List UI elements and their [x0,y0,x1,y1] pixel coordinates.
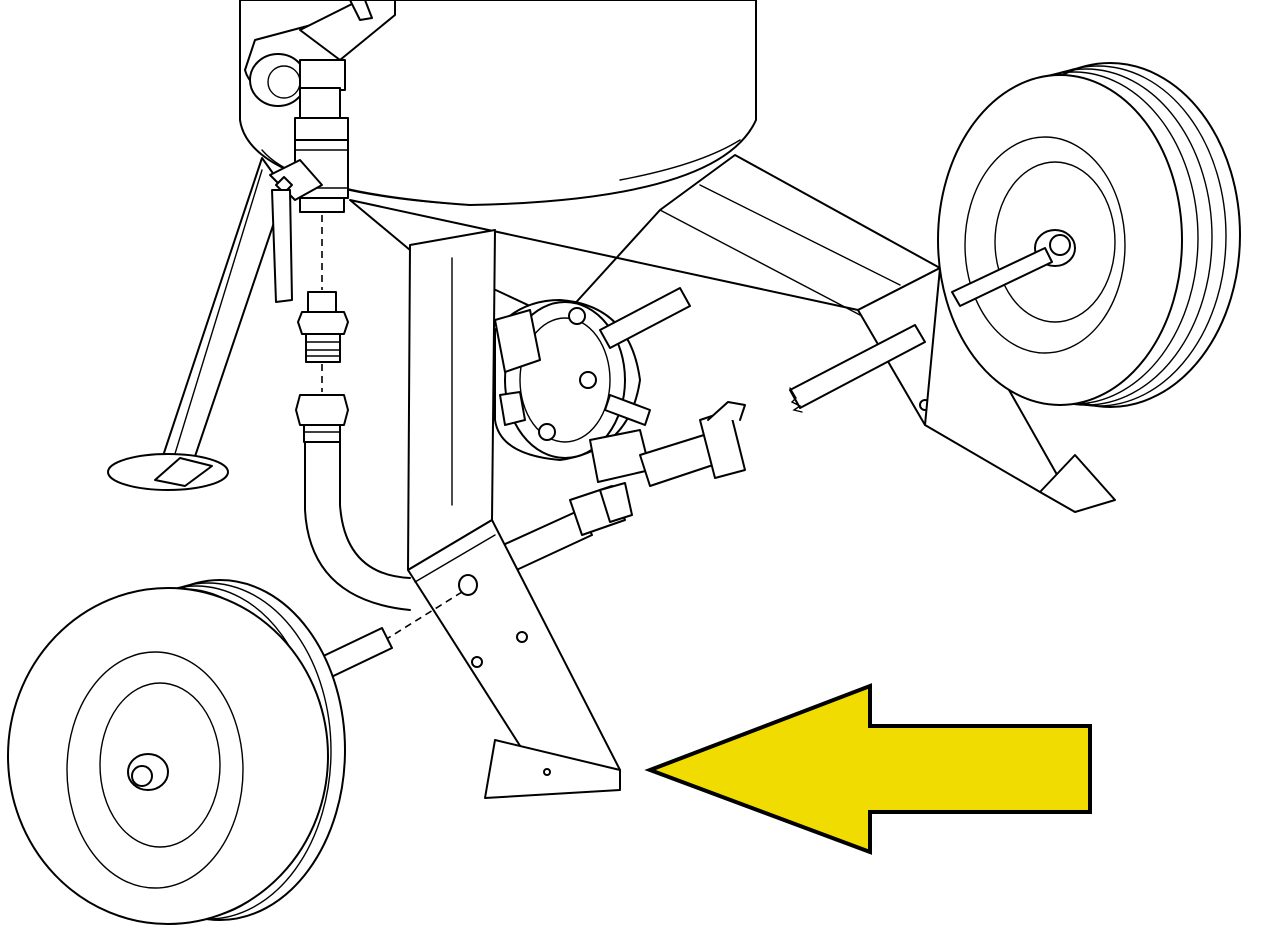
support-leg-left [107,157,286,491]
coupling [589,401,746,487]
curved-hose [304,441,411,611]
alignment-line-diagonal [384,591,463,641]
pointer-arrow-icon [644,683,1092,855]
frame-rear [349,154,1116,513]
metering-valve [494,287,691,461]
wheel-left [7,579,346,925]
hose-fitting [295,394,349,443]
pressure-vessel [239,0,757,206]
pipe-nipple [297,291,349,363]
valve-handle [269,159,323,303]
support-leg-front [407,229,621,799]
axle-right [789,247,1053,413]
pipe-elbow [244,0,396,107]
wheel-right [937,62,1241,408]
